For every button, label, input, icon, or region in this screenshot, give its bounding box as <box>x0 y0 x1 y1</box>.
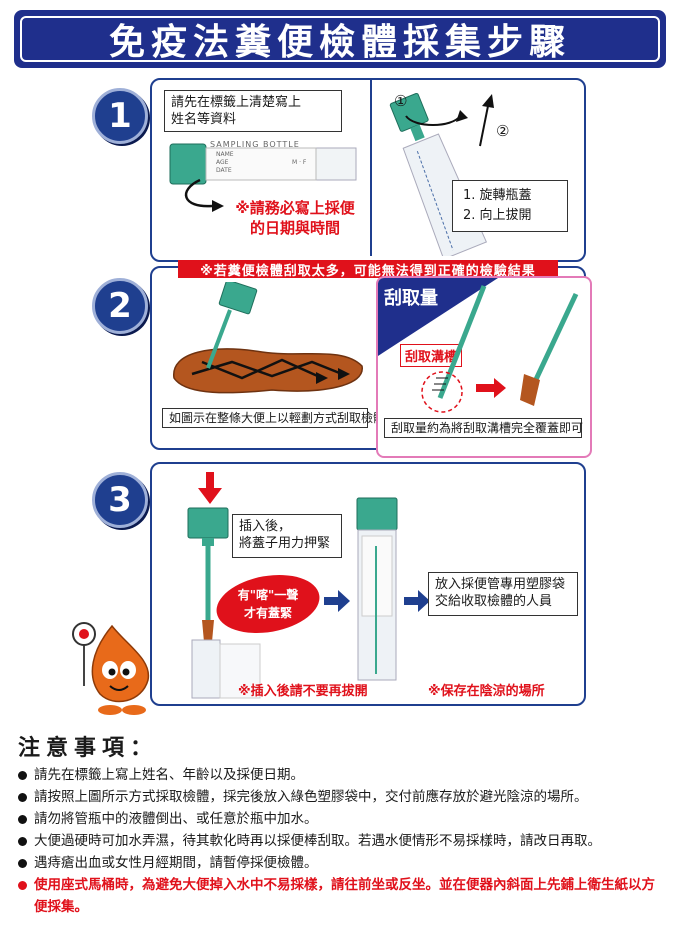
step-2-panel: ※若糞便檢體刮取太多，可能無法得到正確的檢驗結果 如圖示在整條大便上以輕劃方式刮… <box>150 260 592 458</box>
page-title: 免疫法糞便檢體採集步驟 <box>108 22 571 63</box>
open-steps-box: 1. 旋轉瓶蓋 2. 向上拔開 <box>452 180 568 232</box>
mascot-illustration <box>72 622 150 715</box>
label-instruction: 請先在標籤上清楚寫上 姓名等資料 <box>164 90 342 132</box>
scrape-caption: 如圖示在整條大便上以輕劃方式刮取檢體 <box>162 408 385 428</box>
open-step-rotate: 1. 旋轉瓶蓋 <box>463 188 532 203</box>
bullet-icon-red <box>18 881 27 890</box>
press-cap-note: 插入後， 將蓋子用力押緊 <box>232 514 342 558</box>
too-much-warning-bar: ※若糞便檢體刮取太多，可能無法得到正確的檢驗結果 <box>178 260 558 279</box>
step-1-badge: 1 <box>92 88 148 144</box>
press-down-arrow-icon <box>198 472 222 504</box>
labeled-bottle-illustration <box>169 143 357 185</box>
tube-bottom-illustration <box>191 639 261 699</box>
curved-arrow-icon <box>184 178 224 212</box>
note-item-important: 使用座式馬桶時，為避免大便掉入水中不易採樣，請往前坐或反坐。並在便器內斜面上先鋪… <box>18 874 668 918</box>
note-item: 請勿將管瓶中的液體倒出、或任意於瓶中加水。 <box>18 808 668 830</box>
step-3-badge: 3 <box>92 472 148 528</box>
bullet-icon <box>18 815 27 824</box>
bullet-icon <box>18 859 27 868</box>
step-1-panel: 請先在標籤上清楚寫上 姓名等資料 SAMPLING BOTTLE NAME AG… <box>150 78 586 262</box>
cap-stick-illustration <box>187 507 229 642</box>
amount-caption: 刮取量約為將刮取溝槽完全覆蓋即可 <box>384 418 583 438</box>
amount-title: 刮取量 <box>384 288 438 309</box>
marker-rotate: ① <box>394 92 408 110</box>
arrow-right-icon-2 <box>404 590 430 612</box>
do-not-pull-note: ※插入後請不要再拔開 <box>238 684 368 699</box>
amount-corner-shape <box>378 278 498 356</box>
bullet-icon <box>18 793 27 802</box>
stool-scraping-illustration <box>173 282 363 394</box>
note-item: 請先在標籤上寫上姓名、年齡以及採便日期。 <box>18 764 668 786</box>
bullet-icon <box>18 771 27 780</box>
write-date-warning: ※請務必寫上採便 的日期與時間 <box>235 199 355 237</box>
notes-list: 請先在標籤上寫上姓名、年齡以及採便日期。 請按照上圖所示方式採取檢體，採完後放入… <box>18 764 668 918</box>
closed-bottle-illustration <box>356 497 398 681</box>
bottle-label-date: DATE <box>216 167 232 174</box>
note-item: 大便過硬時可加水弄濕，待其軟化時再以採便棒刮取。若遇水便情形不易採樣時，請改日再… <box>18 830 668 852</box>
bottle-label-age: AGE <box>216 159 229 166</box>
bag-note: 放入採便管專用塑膠袋 交給收取檢體的人員 <box>428 572 578 616</box>
arrow-right-icon <box>324 590 350 612</box>
bottle-label-sex: M · F <box>292 159 307 166</box>
step-3-panel: 插入後， 將蓋子用力押緊 有"喀"一聲 才有蓋緊 放入採便管專用塑膠袋 交給收取… <box>150 462 586 706</box>
step-2-badge: 2 <box>92 278 148 334</box>
bottle-label-name: NAME <box>216 151 234 158</box>
notes-title: 注意事項： <box>18 736 159 761</box>
title-banner: 免疫法糞便檢體採集步驟 <box>14 10 666 68</box>
note-item: 請按照上圖所示方式採取檢體，採完後放入綠色塑膠袋中，交付前應存放於避光陰涼的場所… <box>18 786 668 808</box>
panel-divider <box>370 80 372 256</box>
click-sound-note: 有"喀"一聲 才有蓋緊 <box>237 588 299 620</box>
groove-label: 刮取溝槽 <box>400 344 463 367</box>
bullet-icon <box>18 837 27 846</box>
bottle-label-header: SAMPLING BOTTLE <box>210 140 300 149</box>
open-step-pull: 2. 向上拔開 <box>463 208 532 223</box>
note-item: 遇痔瘡出血或女性月經期間，請暫停採便檢體。 <box>18 852 668 874</box>
marker-pull: ② <box>496 122 510 140</box>
storage-note: ※保存在陰涼的場所 <box>428 684 545 699</box>
stick-comparison-illustration <box>421 285 579 413</box>
